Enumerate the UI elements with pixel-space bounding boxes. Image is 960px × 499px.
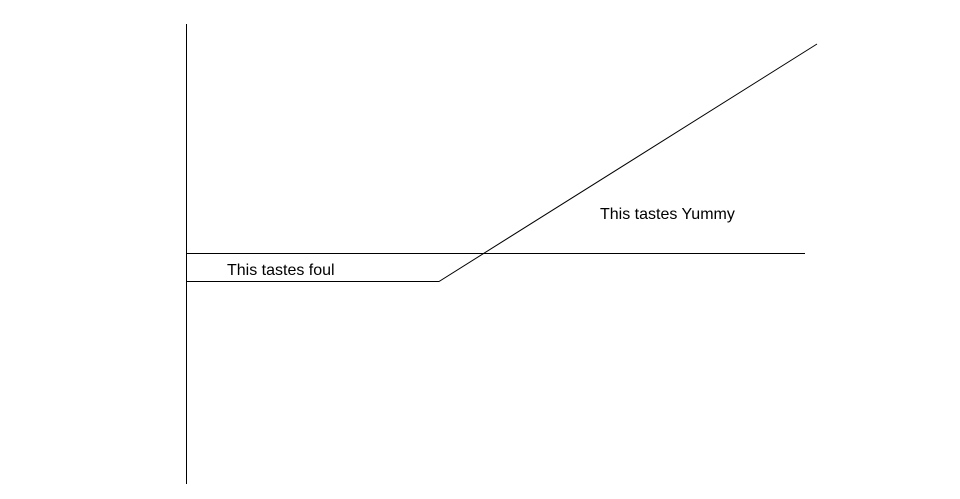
label-yummy: This tastes Yummy: [600, 206, 735, 223]
taste-curve: [186, 43, 818, 282]
label-foul: This tastes foul: [227, 262, 335, 279]
